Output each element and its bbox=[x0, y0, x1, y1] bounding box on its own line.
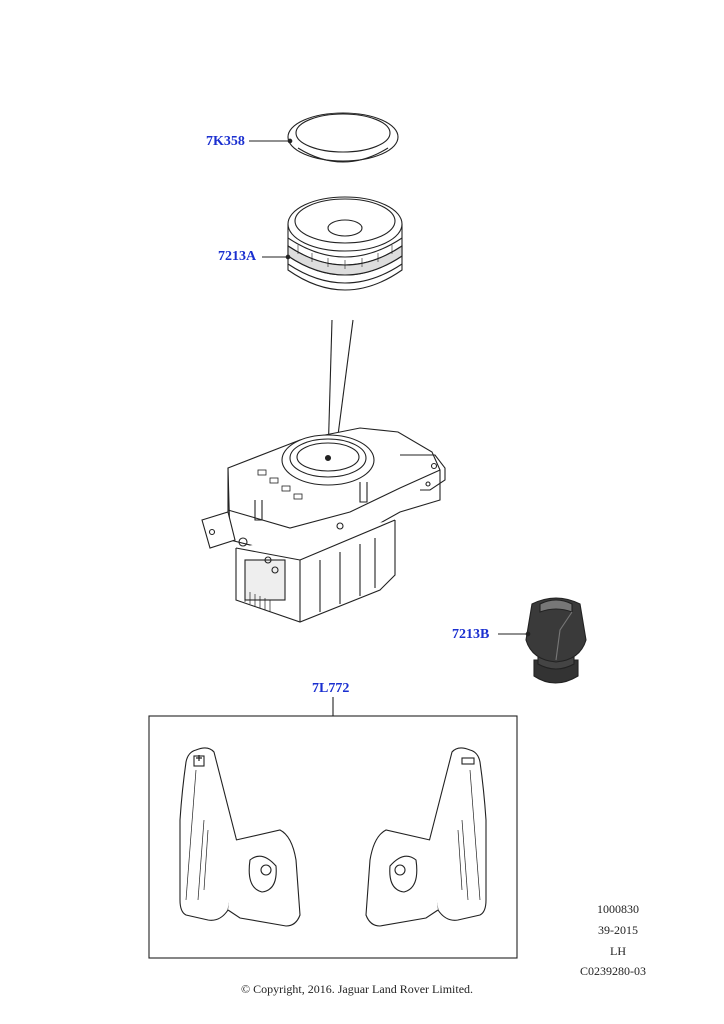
reference-code: C0239280-03 bbox=[580, 964, 646, 978]
left-paddle-part bbox=[179, 747, 301, 927]
callout-7213b[interactable]: 7213B bbox=[452, 627, 490, 642]
right-paddle-part bbox=[365, 747, 487, 927]
gear-selector-module-part bbox=[201, 427, 446, 623]
copyright-notice: © Copyright, 2016. Jaguar Land Rover Lim… bbox=[240, 982, 474, 996]
reference-side: LH bbox=[610, 944, 626, 958]
reference-date: 39-2015 bbox=[598, 923, 638, 937]
reference-number: 1000830 bbox=[597, 902, 639, 916]
cap-part bbox=[249, 112, 399, 163]
rotary-knob-part bbox=[262, 196, 403, 291]
callout-7l772[interactable]: 7L772 bbox=[312, 681, 350, 696]
callout-7213a[interactable]: 7213A bbox=[218, 249, 257, 264]
callout-7k358[interactable]: 7K358 bbox=[206, 134, 245, 149]
gear-knob-part bbox=[498, 597, 587, 684]
